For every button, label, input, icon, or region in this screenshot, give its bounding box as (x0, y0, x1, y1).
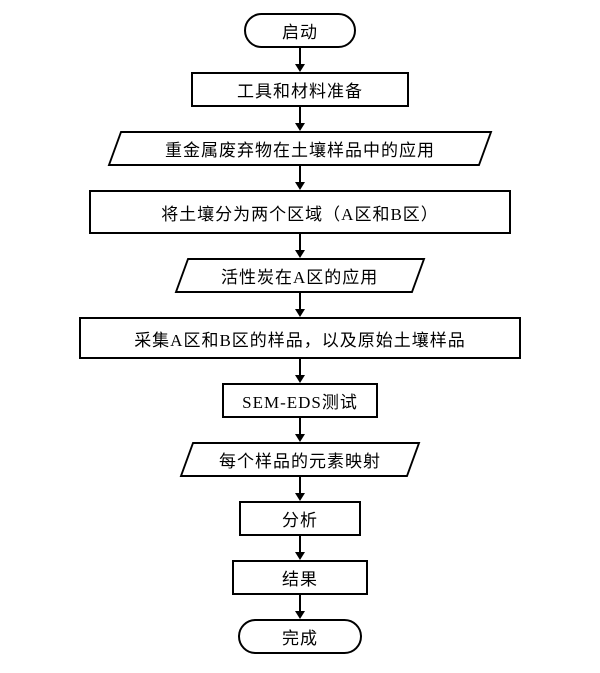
node-start-label: 启动 (282, 23, 318, 42)
node-divide-zones: 将土壤分为两个区域（A区和B区） (89, 190, 511, 234)
node-divide-zones-label: 将土壤分为两个区域（A区和B区） (161, 204, 439, 224)
node-analysis-label: 分析 (282, 511, 318, 530)
flow-arrow-6 (295, 359, 305, 383)
arrow-head-icon (295, 493, 305, 501)
node-analysis: 分析 (239, 501, 361, 536)
node-waste-application: 重金属废弃物在土壤样品中的应用 (107, 131, 493, 166)
node-result: 结果 (232, 560, 368, 595)
flow-arrow-2 (295, 107, 305, 131)
arrow-line (299, 234, 301, 251)
node-sem-eds-test-label: SEM-EDS测试 (242, 393, 358, 412)
arrow-head-icon (295, 611, 305, 619)
flow-arrow-9 (295, 536, 305, 560)
arrow-line (299, 107, 301, 124)
node-element-mapping-label: 每个样品的元素映射 (219, 452, 381, 471)
flow-arrow-7 (295, 418, 305, 442)
arrow-line (299, 359, 301, 376)
arrow-head-icon (295, 182, 305, 190)
arrow-head-icon (295, 64, 305, 72)
node-finish: 完成 (238, 619, 362, 654)
node-element-mapping: 每个样品的元素映射 (179, 442, 421, 477)
arrow-head-icon (295, 552, 305, 560)
arrow-head-icon (295, 123, 305, 131)
node-waste-application-label: 重金属废弃物在土壤样品中的应用 (165, 141, 435, 160)
node-activated-carbon: 活性炭在A区的应用 (174, 258, 426, 293)
arrow-head-icon (295, 250, 305, 258)
node-collect-samples: 采集A区和B区的样品，以及原始土壤样品 (79, 317, 521, 359)
flow-arrow-10 (295, 595, 305, 619)
node-prep: 工具和材料准备 (191, 72, 409, 107)
flow-arrow-4 (295, 234, 305, 258)
flow-arrow-1 (295, 48, 305, 72)
arrow-line (299, 418, 301, 435)
arrow-head-icon (295, 434, 305, 442)
arrow-head-icon (295, 375, 305, 383)
node-collect-samples-label: 采集A区和B区的样品，以及原始土壤样品 (134, 330, 466, 350)
flow-arrow-3 (295, 166, 305, 190)
arrow-line (299, 48, 301, 65)
node-result-label: 结果 (282, 570, 318, 589)
arrow-line (299, 293, 301, 310)
node-start: 启动 (244, 13, 356, 48)
arrow-line (299, 595, 301, 612)
flow-arrow-5 (295, 293, 305, 317)
arrow-line (299, 166, 301, 183)
arrow-line (299, 536, 301, 553)
node-activated-carbon-label: 活性炭在A区的应用 (221, 268, 379, 287)
arrow-line (299, 477, 301, 494)
node-prep-label: 工具和材料准备 (237, 82, 363, 101)
node-sem-eds-test: SEM-EDS测试 (222, 383, 378, 418)
flow-arrow-8 (295, 477, 305, 501)
arrow-head-icon (295, 309, 305, 317)
node-finish-label: 完成 (282, 629, 318, 648)
